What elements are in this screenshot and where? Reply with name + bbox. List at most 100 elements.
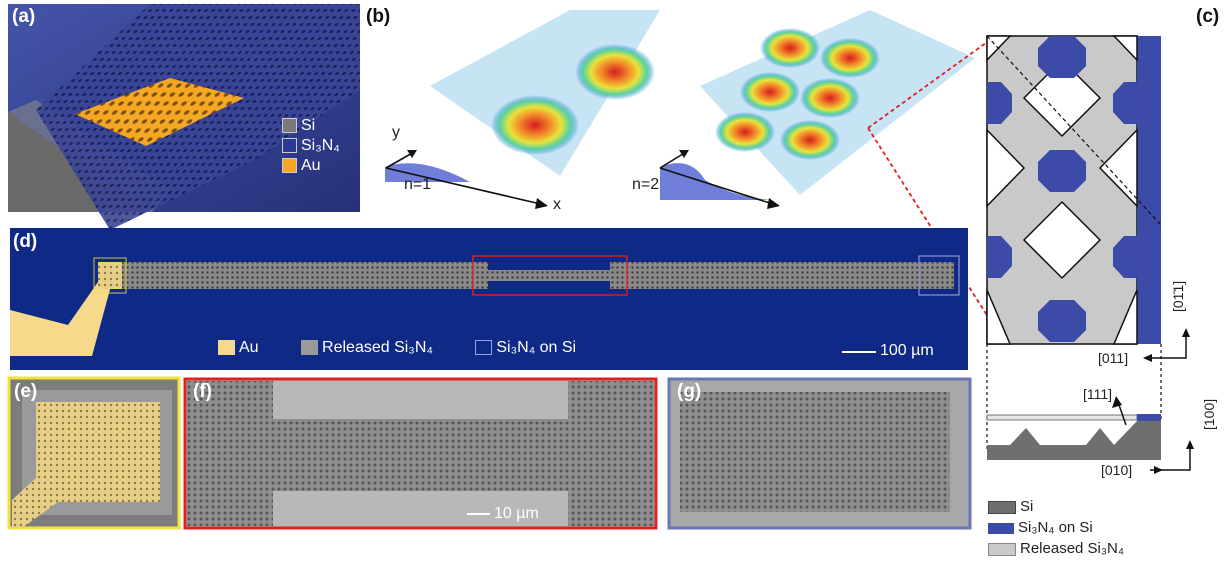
axis-marker-top-arrow-up	[1182, 328, 1190, 337]
mode-1-x-axis	[385, 167, 546, 206]
mode-1-lobe-bottom	[491, 95, 579, 155]
legend-c-sin-swatch	[988, 522, 1014, 534]
panel-g-micrograph	[667, 377, 972, 530]
panel-a-label: (a)	[12, 6, 36, 27]
legend-d-au: Au	[218, 339, 259, 356]
legend-a-sin-label: Si₃N₄	[301, 137, 340, 154]
narrow-section-top	[488, 262, 610, 270]
mode-2-lobe-1	[760, 28, 820, 68]
legend-c-released-label: Released Si₃N₄	[1020, 540, 1124, 557]
half-octagon-4	[1113, 236, 1137, 278]
panel-f-right-block	[568, 381, 654, 526]
mode-1-lobe-top	[575, 44, 655, 100]
legend-a-si-swatch	[282, 118, 297, 134]
panel-b-mode-2	[659, 10, 991, 321]
panel-d-micrograph	[10, 228, 968, 370]
axis-marker-bottom-arrow-right	[1154, 466, 1163, 474]
panel-e-label: (e)	[14, 381, 38, 402]
cross-section-released	[986, 414, 1138, 421]
mode-2-label: n=2	[632, 176, 660, 193]
mode-2-lobe-5	[715, 112, 775, 152]
octagon-3	[1038, 300, 1086, 342]
mode-2-lobe-3	[740, 72, 800, 112]
mode-1-profile	[385, 163, 470, 182]
diamond-hole-1	[1022, 58, 1102, 138]
panel-b-mode-1	[385, 10, 660, 209]
cross-section-nitride-on-si	[1137, 414, 1161, 421]
panel-b-label: (b)	[366, 6, 391, 27]
half-diamond-1	[986, 128, 1026, 208]
panel-f-left-block	[187, 381, 273, 526]
legend-c-sin-label: Si₃N₄ on Si	[1018, 519, 1093, 536]
half-octagon-1	[987, 82, 1012, 124]
scale-f-label: 10 µm	[494, 505, 539, 522]
panel-e-micrograph	[7, 376, 181, 530]
legend-d-released-label: Released Si₃N₄	[322, 339, 433, 356]
si3n4-on-si-strip	[1137, 36, 1161, 344]
axis-marker-bottom-arrow-up	[1186, 440, 1194, 449]
mode-2-lobe-6	[780, 120, 840, 160]
dir-011-label: [011]	[1098, 350, 1129, 366]
mode-1-y-arrowhead	[407, 150, 417, 158]
dir-111-label: [111]	[1083, 386, 1113, 402]
mode-2-x-axis	[659, 167, 777, 206]
panel-a-legend: Si Si₃N₄ Au	[282, 117, 340, 177]
legend-a-au-label: Au	[301, 157, 321, 174]
legend-d-released: Released Si₃N₄	[301, 339, 433, 356]
legend-d-sin-label: Si₃N₄ on Si	[496, 339, 577, 356]
cross-section-si	[987, 421, 1161, 460]
panel-c-label: (c)	[1196, 6, 1220, 27]
legend-c-si: Si	[988, 496, 1124, 517]
half-diamond-2	[1098, 128, 1138, 208]
cut-line	[986, 35, 1162, 226]
mode-2-lobe-2	[820, 38, 880, 78]
panel-f-micrograph	[183, 377, 658, 530]
half-octagon-2	[1113, 82, 1137, 124]
dir-111-arrow	[1117, 401, 1127, 426]
mode-1-y-axis	[385, 151, 415, 169]
legend-c-si-swatch	[988, 500, 1016, 514]
dir-111-arrowhead	[1112, 396, 1122, 408]
legend-d-sin-swatch	[475, 340, 493, 356]
legend-d-au-label: Au	[239, 339, 259, 356]
legend-a-au: Au	[282, 157, 340, 177]
highlight-g	[918, 255, 960, 296]
panel-g-label: (g)	[677, 381, 702, 402]
corner-triangle-3	[986, 289, 1012, 345]
legend-c-sin-on-si: Si₃N₄ on Si	[988, 517, 1124, 538]
mode-2-x-arrowhead	[767, 198, 780, 209]
highlight-f	[472, 255, 628, 296]
octagon-1	[1038, 36, 1086, 78]
dir-01-1-label: [01̄1]	[1170, 280, 1186, 312]
legend-a-si-label: Si	[301, 117, 316, 134]
mode-1-x-arrowhead	[535, 198, 548, 209]
legend-c-si-label: Si	[1020, 498, 1034, 515]
gold-lead	[10, 282, 112, 356]
panel-d-background	[10, 228, 968, 370]
corner-triangle-2	[1112, 35, 1138, 62]
panel-c-layout	[986, 35, 1194, 474]
legend-c-released-swatch	[988, 542, 1016, 556]
dir-010-label: [010]	[1101, 462, 1133, 478]
axis-marker-top	[1148, 334, 1187, 359]
panel-f-label: (f)	[193, 381, 212, 402]
octagon-2	[1038, 150, 1086, 192]
dir-100-label: [100]	[1201, 398, 1217, 430]
axis-marker-top-arrow-left	[1143, 354, 1152, 362]
axis-marker-bottom	[1150, 446, 1191, 471]
legend-a-si: Si	[282, 117, 340, 137]
half-octagon-3	[987, 236, 1012, 278]
diamond-hole-2	[1022, 200, 1102, 280]
mode-2-profile	[660, 163, 770, 200]
scale-d-label: 100 µm	[880, 342, 934, 359]
mode-1-y-label: y	[392, 124, 400, 141]
panel-e-gold-pad	[12, 402, 160, 528]
panel-a-render	[8, 4, 360, 230]
panel-d-label: (d)	[13, 231, 38, 252]
corner-triangle-4	[1112, 289, 1138, 345]
gold-pad	[98, 262, 122, 289]
mode-2-y-arrowhead	[679, 150, 689, 158]
legend-d-au-swatch	[218, 340, 235, 356]
panel-a-gold-pad	[75, 78, 244, 146]
mode-2-lobe-4	[800, 78, 860, 118]
